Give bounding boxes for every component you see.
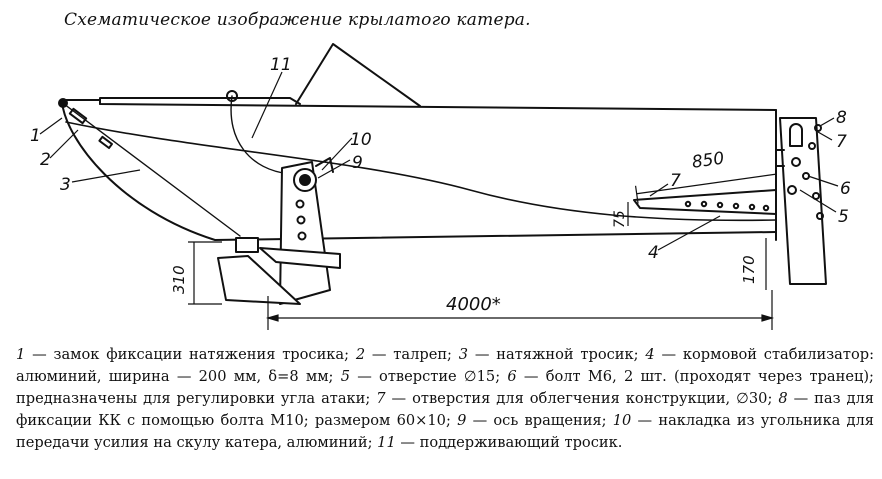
callout-10: 10 bbox=[350, 130, 372, 150]
legend-number: 8 bbox=[778, 390, 794, 407]
callout-4: 4 bbox=[648, 243, 659, 263]
lock-fixture bbox=[58, 98, 68, 108]
legend-text: — натяжной тросик; bbox=[474, 346, 646, 363]
callout-2: 2 bbox=[40, 150, 51, 170]
turnbuckle bbox=[68, 107, 88, 125]
legend-text: — талреп; bbox=[371, 346, 459, 363]
hull-bottom bbox=[61, 101, 777, 241]
legend-text: — болт М6, 2 шт. (проходят через транец)… bbox=[16, 368, 874, 407]
dim-4000: 4000* bbox=[446, 294, 501, 315]
callout-6: 6 bbox=[840, 179, 851, 199]
dim-850-line bbox=[636, 173, 776, 195]
angle-bracket bbox=[315, 157, 334, 173]
callout-1: 1 bbox=[30, 126, 41, 146]
legend-number: 2 bbox=[355, 346, 372, 363]
slot bbox=[789, 123, 803, 147]
callout-7b: 7 bbox=[670, 171, 681, 191]
legend-caption: 1 — замок фиксации натяжения тросика; 2 … bbox=[16, 344, 874, 454]
tension-cable bbox=[63, 103, 241, 237]
callout-11: 11 bbox=[270, 55, 292, 75]
callout-3: 3 bbox=[60, 175, 71, 195]
legend-text: — замок фиксации натяжения тросика; bbox=[32, 346, 356, 363]
legend-number: 1 bbox=[16, 346, 33, 363]
front-foil bbox=[217, 255, 301, 305]
dim-75: 75 bbox=[612, 210, 628, 228]
legend-number: 5 bbox=[340, 368, 358, 385]
legend-text: — поддерживающий тросик. bbox=[400, 434, 623, 451]
legend-number: 11 bbox=[377, 434, 401, 451]
callout-7: 7 bbox=[836, 132, 847, 152]
legend-text: — отверстия для облегчения конструкции, … bbox=[391, 390, 779, 407]
legend-number: 7 bbox=[376, 390, 392, 407]
legend-text: — отверстие ∅15; bbox=[357, 368, 508, 385]
legend-text: — кормовой стабилизатор: алюминий, ширин… bbox=[16, 346, 875, 385]
dim-310: 310 bbox=[170, 265, 188, 294]
legend-text: — накладка из угольника для передачи уси… bbox=[16, 412, 874, 451]
dim-170: 170 bbox=[740, 255, 758, 284]
legend-number: 9 bbox=[457, 412, 473, 429]
dim-850: 850 bbox=[691, 149, 726, 173]
callout-9: 9 bbox=[352, 153, 363, 173]
support-cable bbox=[230, 95, 291, 175]
rear-strut bbox=[779, 117, 827, 285]
callout-5: 5 bbox=[838, 207, 849, 227]
diagram-title: Схематическое изображение крылатого кате… bbox=[64, 10, 531, 30]
legend-number: 6 bbox=[507, 368, 524, 385]
legend-text: — ось вращения; bbox=[472, 412, 613, 429]
boat-schematic: 1 2 3 4 5 6 7 8 9 10 11 7 4000* 850 310 … bbox=[30, 43, 851, 330]
legend-number: 3 bbox=[458, 346, 475, 363]
legend-number: 10 bbox=[612, 412, 638, 429]
callout-8: 8 bbox=[836, 108, 847, 128]
legend-number: 4 bbox=[645, 346, 662, 363]
chine-line bbox=[65, 121, 777, 222]
windshield bbox=[295, 43, 421, 107]
legend-text: — паз для фиксации КК с помощью болта М1… bbox=[16, 390, 874, 429]
